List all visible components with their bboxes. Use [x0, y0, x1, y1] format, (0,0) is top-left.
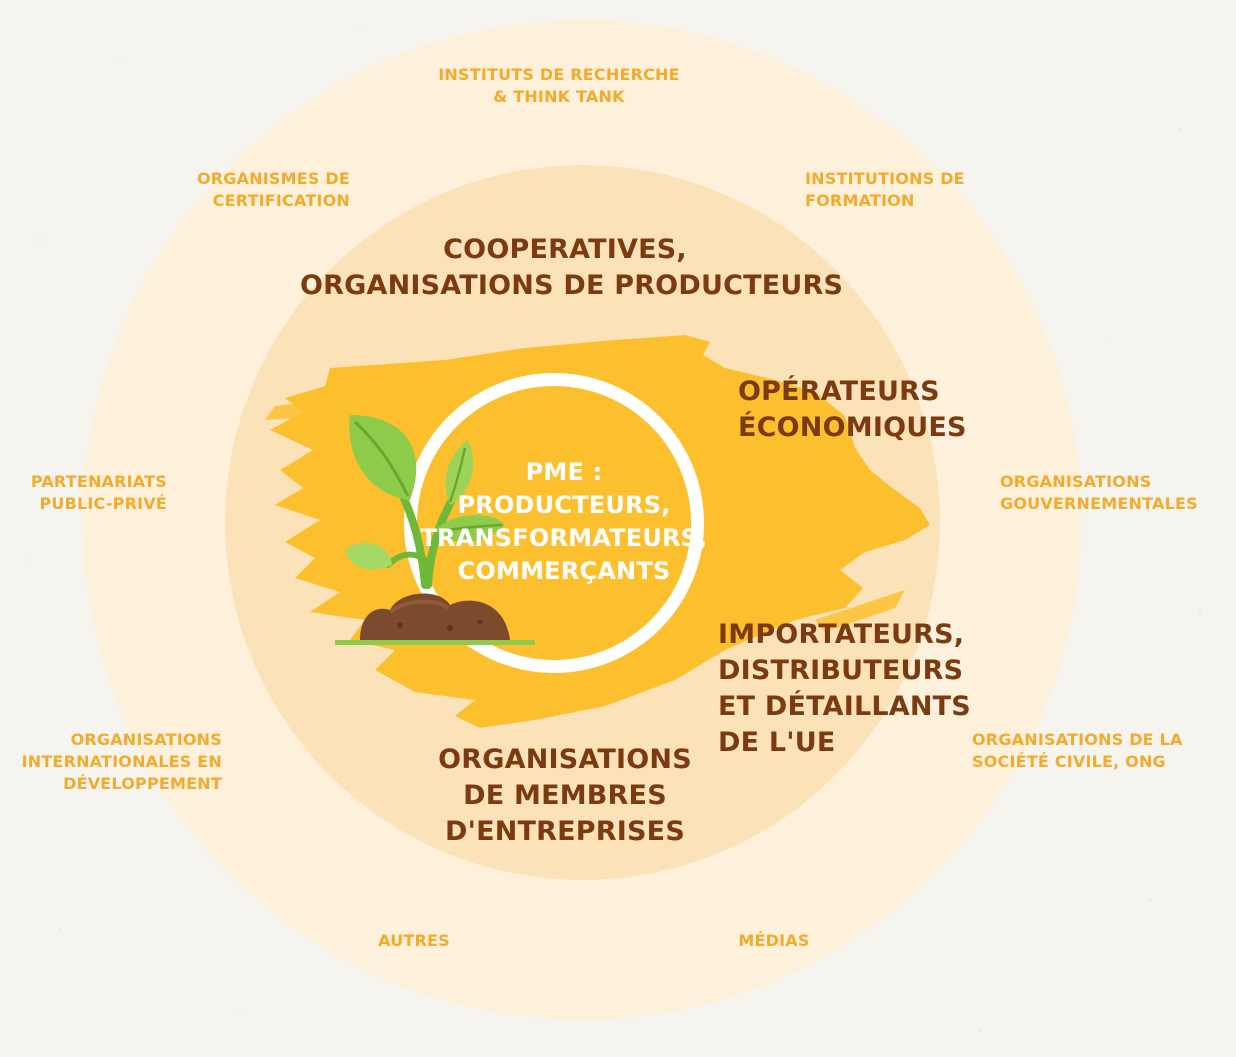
label-autres: AUTRES	[354, 930, 474, 952]
societe-civile-line-1: ORGANISATIONS DE LA	[972, 730, 1183, 749]
formation-line-2: FORMATION	[805, 191, 915, 210]
importateurs-line-2: DISTRIBUTEURS	[718, 655, 964, 686]
autres-line-1: AUTRES	[378, 931, 450, 950]
operateurs-line-1: OPÉRATEURS	[738, 376, 940, 407]
gouvernementales-line-2: GOUVERNEMENTALES	[1000, 494, 1198, 513]
label-importateurs: IMPORTATEURS, DISTRIBUTEURS ET DÉTAILLAN…	[718, 617, 971, 761]
label-institutions-formation: INSTITUTIONS DE FORMATION	[805, 168, 1005, 212]
instituts-line-2: & THINK TANK	[493, 87, 625, 106]
medias-line-1: MÉDIAS	[738, 931, 810, 950]
core-label-pme: PME : PRODUCTEURS, TRANSFORMATEURS, COMM…	[404, 456, 724, 588]
seedling-icon	[335, 415, 535, 645]
core-line-1: PME :	[525, 458, 603, 486]
cooperatives-line-2: ORGANISATIONS DE PRODUCTEURS	[300, 270, 844, 301]
membres-line-2: DE MEMBRES	[463, 780, 667, 811]
instituts-line-1: INSTITUTS DE RECHERCHE	[438, 65, 680, 84]
internationales-line-2: INTERNATIONALES EN	[21, 752, 222, 771]
label-organisations-internationales: ORGANISATIONS INTERNATIONALES EN DÉVELOP…	[0, 729, 222, 795]
core-line-3: TRANSFORMATEURS,	[420, 524, 708, 552]
importateurs-line-1: IMPORTATEURS,	[718, 619, 965, 650]
formation-line-1: INSTITUTIONS DE	[805, 169, 965, 188]
importateurs-line-4: DE L'UE	[718, 727, 836, 758]
label-societe-civile: ORGANISATIONS DE LA SOCIÉTÉ CIVILE, ONG	[972, 729, 1222, 773]
label-cooperatives: COOPERATIVES, ORGANISATIONS DE PRODUCTEU…	[300, 232, 844, 304]
certification-line-1: ORGANISMES DE	[196, 169, 350, 188]
certification-line-2: CERTIFICATION	[212, 191, 350, 210]
label-instituts-recherche: INSTITUTS DE RECHERCHE & THINK TANK	[404, 64, 714, 108]
partenariats-line-2: PUBLIC-PRIVÉ	[39, 494, 167, 513]
societe-civile-line-2: SOCIÉTÉ CIVILE, ONG	[972, 752, 1166, 771]
internationales-line-3: DÉVELOPPEMENT	[63, 774, 222, 793]
internationales-line-1: ORGANISATIONS	[70, 730, 222, 749]
gouvernementales-line-1: ORGANISATIONS	[1000, 472, 1152, 491]
operateurs-line-2: ÉCONOMIQUES	[738, 412, 967, 443]
label-partenariats: PARTENARIATS PUBLIC-PRIVÉ	[0, 471, 167, 515]
label-medias: MÉDIAS	[714, 930, 834, 952]
label-organismes-certification: ORGANISMES DE CERTIFICATION	[150, 168, 350, 212]
label-organisations-membres: ORGANISATIONS DE MEMBRES D'ENTREPRISES	[430, 742, 700, 850]
membres-line-3: D'ENTREPRISES	[445, 816, 685, 847]
core-line-4: COMMERÇANTS	[457, 557, 671, 585]
label-organisations-gouvernementales: ORGANISATIONS GOUVERNEMENTALES	[1000, 471, 1232, 515]
membres-line-1: ORGANISATIONS	[438, 744, 692, 775]
partenariats-line-1: PARTENARIATS	[30, 472, 167, 491]
core-line-2: PRODUCTEURS,	[457, 491, 671, 519]
label-operateurs-economiques: OPÉRATEURS ÉCONOMIQUES	[738, 374, 967, 446]
cooperatives-line-1: COOPERATIVES,	[443, 234, 687, 265]
importateurs-line-3: ET DÉTAILLANTS	[718, 691, 971, 722]
